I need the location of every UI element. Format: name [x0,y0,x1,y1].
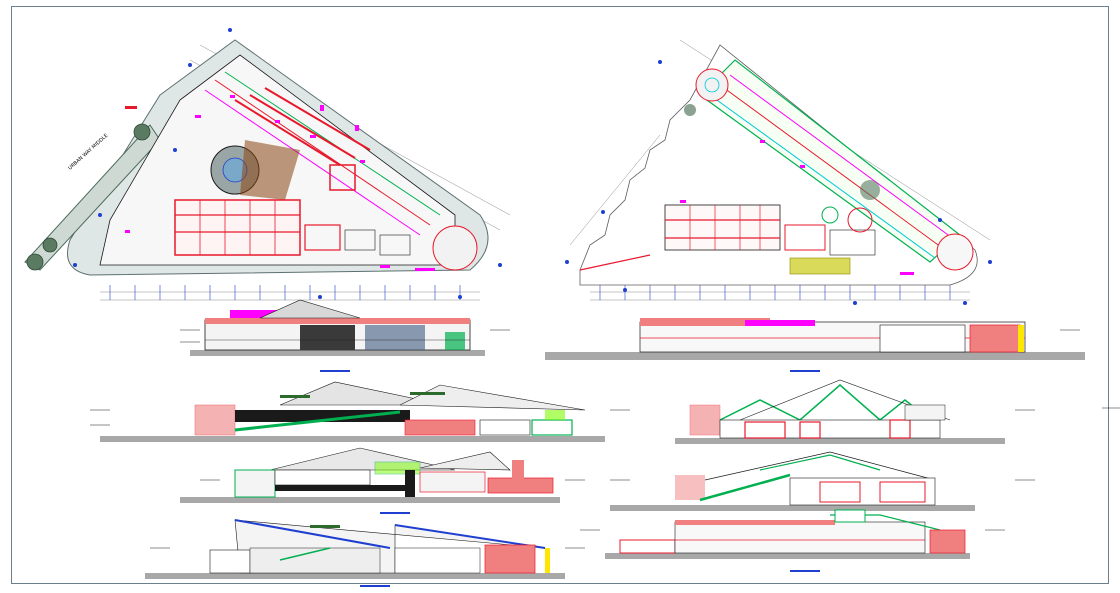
site-plan-left: URBAN WAY MIDDLE [24,28,511,301]
elevation-right-3 [610,451,975,511]
plan-left-axis-ticks [109,285,461,300]
plan-left-room-rows [204,71,441,236]
site-label: URBAN WAY MIDDLE [67,133,109,172]
elevation-left-1 [190,299,485,372]
elevation-right-2 [675,379,1005,444]
plan-left-red-room [329,164,356,191]
plan-left-magenta-accents [125,95,435,271]
plan-left-red-tag [125,106,137,109]
elevation-right-4 [605,509,970,572]
plan-left-brown-court [240,140,300,200]
elevation-right-1 [545,318,1085,372]
plan-right-round-pavilion [695,68,729,102]
drawing-border [11,6,1109,584]
plan-right-red-path [579,254,651,271]
plan-right-axis-ticks [599,285,951,300]
tree-icon [133,123,151,141]
plan-right-blue-markers [565,60,992,305]
elevation-left-2 [100,381,605,442]
elevation-left-3 [180,447,560,514]
plan-left-blue-markers [73,28,502,299]
site-plan-right [565,39,992,305]
plan-right-magenta-accents [680,140,914,275]
plan-right-wing-rooms [709,74,956,259]
tree-icon [26,253,44,271]
elevation-left-4 [145,519,565,587]
plan-right-horizontal-wing [664,204,876,275]
plan-left-round-hall [432,225,478,271]
tree-icon [684,104,696,116]
plan-left-classroom-block [174,199,411,256]
plan-right-round-hall [936,233,974,271]
tree-icon [860,180,880,200]
level-markers [90,329,1120,549]
tree-icon [42,237,58,253]
